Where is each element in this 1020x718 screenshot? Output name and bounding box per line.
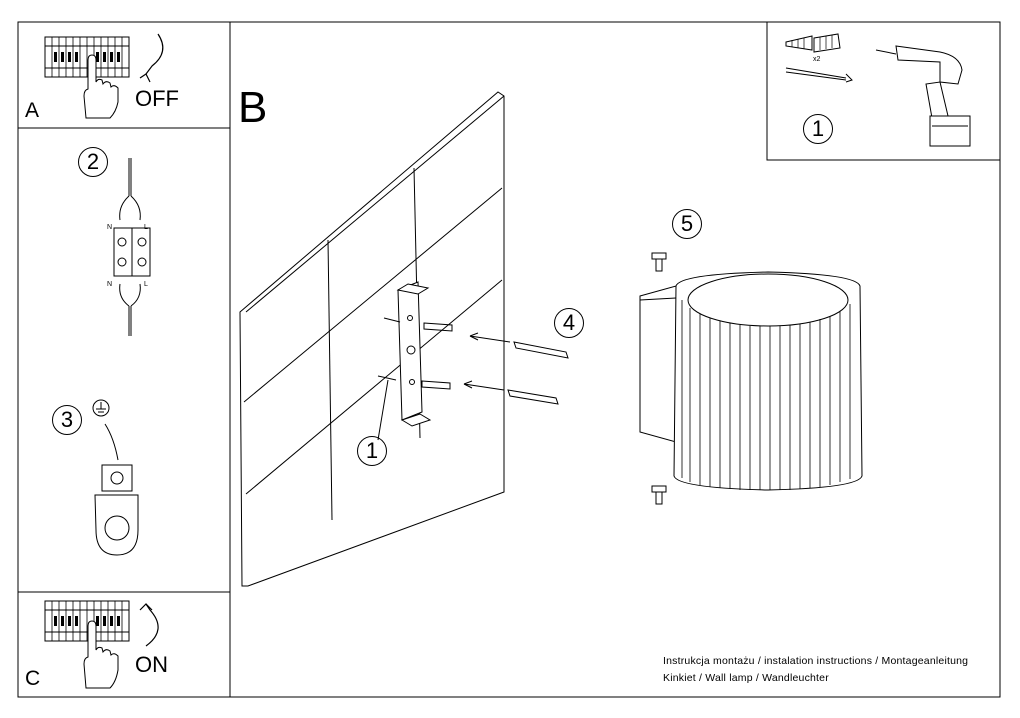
panel-b-letter: B [238,83,268,132]
arrow-down [145,33,164,75]
switch-on-label: ON [135,652,168,677]
lamp-screw-bottom [651,485,667,505]
outer-frame [17,21,1001,698]
label-live-bottom: L [144,281,148,288]
step-number-screws: 4 [554,308,584,338]
long-screw [785,67,853,83]
arrow-up [145,603,159,647]
quantity-label: x2 [813,56,821,63]
label-live-top: L [144,224,148,231]
tools-box-border [766,22,1000,161]
lamp-screw-top [651,252,667,272]
hand-on [83,620,119,689]
step-number-ground: 3 [52,405,82,435]
wall-panel [239,91,505,587]
panel-a-letter: A [25,99,40,122]
ground-symbol [92,399,119,461]
terminal-block [113,158,151,336]
hand-off [83,54,119,119]
wall-lamp [639,271,863,491]
panel-c-letter: C [25,667,41,690]
footer-line-1: Instrukcja montażu / instalation instruc… [663,655,969,667]
ground-terminal [94,464,139,556]
step-number-tools: 1 [803,114,833,144]
fuse-box-on [44,600,130,642]
fixing-screws [463,332,569,405]
step-number-lamp: 5 [672,209,702,239]
drill-icon [875,45,971,147]
step-number-wiring: 2 [78,147,108,177]
step-number-bracket: 1 [357,436,387,466]
label-neutral-bottom: N [107,281,113,288]
wall-plugs [785,33,841,53]
fuse-box-off [44,36,130,78]
footer-line-2: Kinkiet / Wall lamp / Wandleuchter [663,672,829,684]
bracket-leader [377,379,389,441]
mounting-bracket [396,281,432,427]
wall-plugs-mounted [377,317,453,390]
label-neutral-top: N [107,224,113,231]
footer-caption: Instrukcja montażu / instalation instruc… [663,653,968,687]
switch-off-label: OFF [135,86,179,111]
